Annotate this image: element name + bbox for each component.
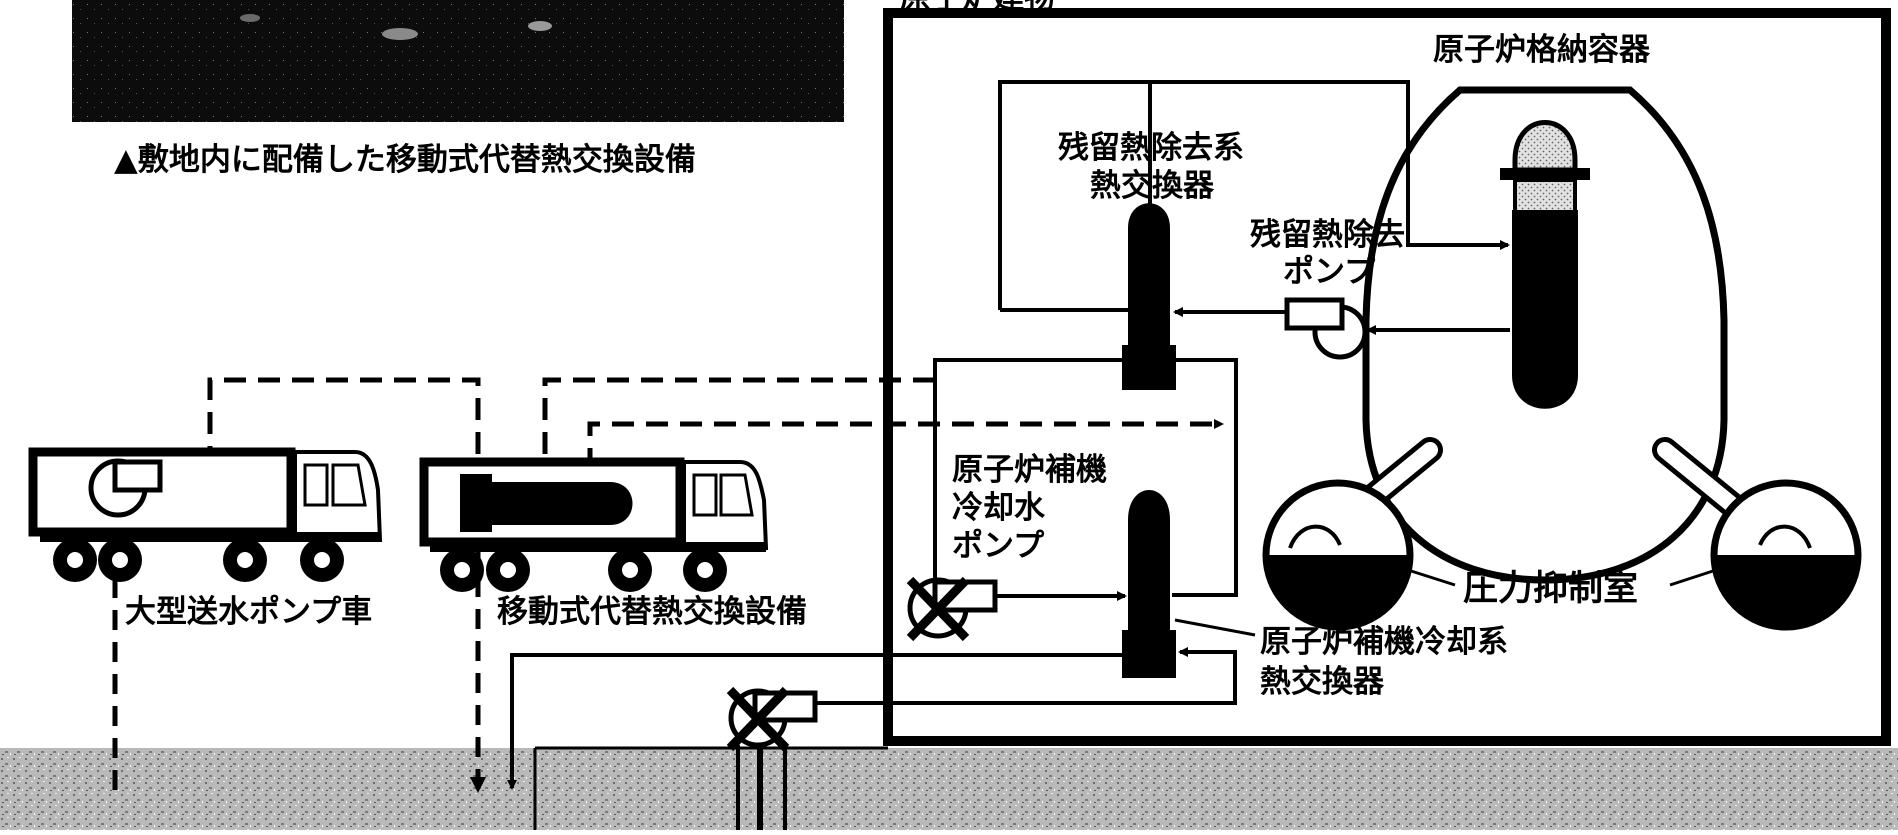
- rhr-pump: [1284, 297, 1368, 360]
- rhr-pump-label-1: 残留熱除去: [1250, 217, 1405, 253]
- rccw-pump-failed: [906, 576, 998, 642]
- site-photo: [72, 0, 844, 122]
- rhr-pump-label-2: ポンプ: [1283, 254, 1376, 290]
- rccw-heat-exchanger: [1122, 490, 1176, 678]
- rhr-loop-line: [1148, 80, 1510, 250]
- mobile-hx-supply-line: [587, 419, 1224, 470]
- pump-truck-to-mobile-hx-line: [207, 377, 483, 484]
- seawater-pump-failed: [726, 686, 818, 752]
- containment-vessel-label: 原子炉格納容器: [1433, 32, 1651, 68]
- pump-truck-label: 大型送水ポンプ車: [125, 594, 372, 630]
- rhr-hx-label-2: 熱交換器: [1090, 168, 1215, 204]
- pump-truck: [28, 447, 383, 582]
- photo-caption: ▲敷地内に配備した移動式代替熱交換設備: [114, 142, 696, 178]
- suppression-chamber-label: 圧力抑制室: [1463, 568, 1638, 609]
- reactor-building: [883, 8, 1891, 746]
- suppression-chamber-left: [1262, 479, 1414, 631]
- rccw-pump-label-3: ポンプ: [952, 528, 1045, 564]
- mobile-hx-return-line: [540, 377, 935, 482]
- rccw-hx-label-2: 熱交換器: [1260, 664, 1385, 700]
- ground: [0, 748, 1898, 830]
- rhr-heat-exchanger: [1122, 203, 1176, 390]
- mobile-hx-truck: [419, 457, 769, 592]
- mobile-hx-label: 移動式代替熱交換設備: [497, 594, 807, 630]
- rccw-hx-label-1: 原子炉補機冷却系: [1260, 624, 1508, 660]
- suppression-chamber-right: [1710, 479, 1862, 631]
- rccw-pump-label-1: 原子炉補機: [952, 452, 1107, 488]
- rccw-pump-label-2: 冷却水: [952, 490, 1046, 526]
